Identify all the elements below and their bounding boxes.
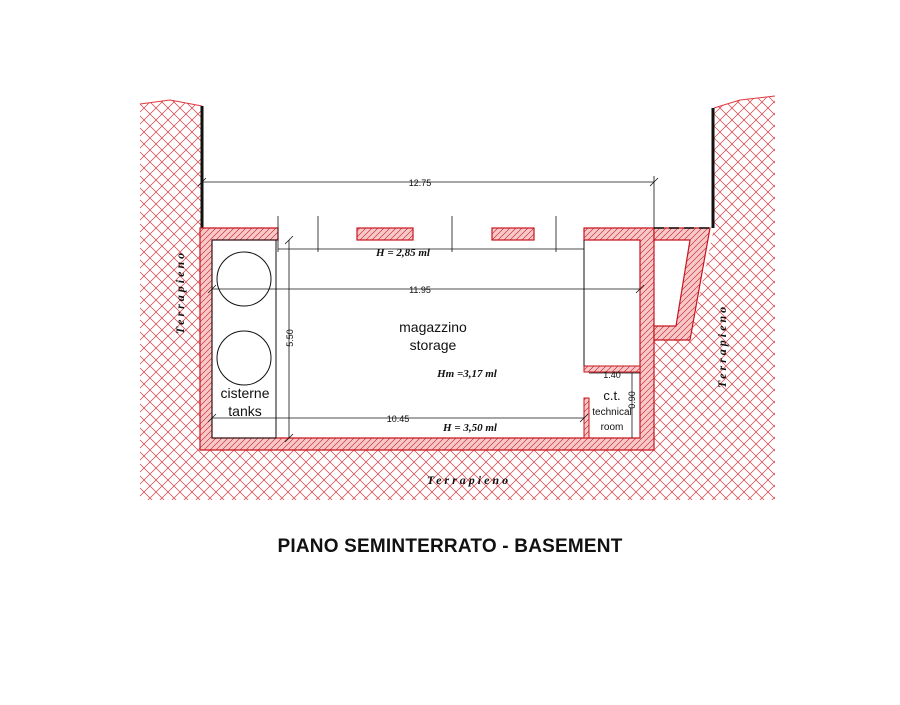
terrapieno-right-label: Terrapieno — [715, 304, 729, 388]
height-mean: Hm =3,17 ml — [436, 368, 498, 380]
tanks-label-it: cisterne — [220, 385, 269, 401]
earth-fill-terrapieno — [140, 96, 775, 500]
earth-edge-right — [713, 95, 776, 109]
dim-width-inner: 11.95 — [409, 285, 431, 295]
earth-edge-left — [139, 99, 203, 107]
tech-room-side-wall — [583, 397, 590, 439]
dimension-lines — [197, 176, 659, 443]
wall-pier-1 — [356, 227, 414, 241]
dim-tech-width: 1.40 — [603, 370, 621, 380]
page-title: PIANO SEMINTERRATO - BASEMENT — [277, 536, 623, 557]
tech-label-abbr: c.t. — [603, 388, 620, 403]
tank-enclosure — [211, 239, 277, 439]
tech-label-en-1: technical — [592, 407, 631, 418]
tech-room-top-wall — [583, 365, 641, 373]
light-well-wall — [653, 227, 711, 341]
dim-tech-depth: 0.90 — [627, 391, 637, 409]
terrapieno-bottom-label: Terrapieno — [427, 473, 511, 487]
tank-2 — [216, 330, 272, 386]
dim-width-total: 12.75 — [409, 178, 432, 188]
storage-label-en: storage — [410, 337, 457, 353]
storage-label-it: magazzino — [399, 319, 467, 335]
tank-1 — [216, 251, 272, 307]
tanks-label-en: tanks — [228, 403, 261, 419]
dim-depth: 5.50 — [285, 329, 295, 347]
height-max: H = 3,50 ml — [442, 422, 498, 434]
terrapieno-left-label: Terrapieno — [173, 250, 187, 334]
wall-pier-2 — [491, 227, 535, 241]
dim-width-storage: 10.45 — [387, 414, 410, 424]
height-openings: H = 2,85 ml — [375, 247, 431, 259]
tech-label-en-2: room — [601, 422, 624, 433]
